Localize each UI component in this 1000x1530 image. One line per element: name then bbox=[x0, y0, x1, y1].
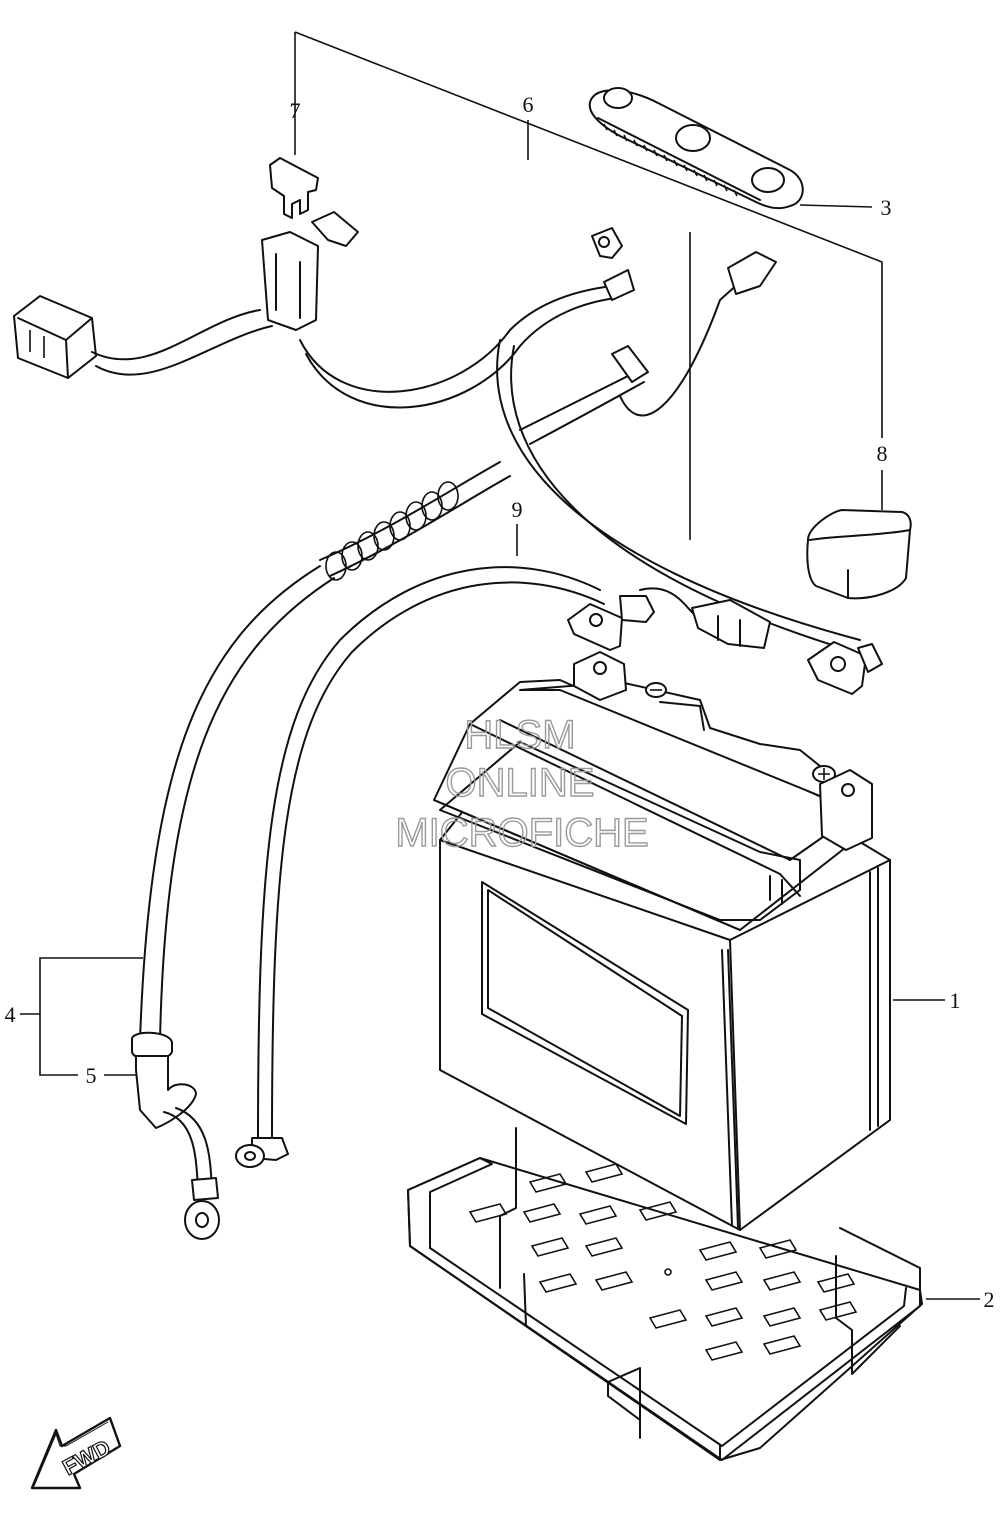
callout-numbers: 1 2 3 4 5 6 7 8 9 bbox=[5, 92, 995, 1312]
callout-7: 7 bbox=[290, 98, 301, 123]
battery-part-1 bbox=[433, 651, 891, 1231]
callout-4: 4 bbox=[5, 1002, 16, 1027]
leader-3 bbox=[799, 204, 873, 208]
cable-part-4-5 bbox=[131, 565, 335, 1240]
fuse-part-7 bbox=[269, 157, 319, 219]
watermark-line-3: MICROFICHE bbox=[395, 811, 648, 855]
callout-2: 2 bbox=[984, 1287, 995, 1312]
leader-4 bbox=[39, 957, 143, 1076]
leader-6-8 bbox=[294, 31, 883, 438]
leader-lines bbox=[20, 31, 980, 1300]
callout-3: 3 bbox=[881, 195, 892, 220]
watermark: HLSM ONLINE MICROFICHE bbox=[395, 712, 650, 855]
callout-1: 1 bbox=[950, 988, 961, 1013]
forward-arrow-icon: FWD bbox=[30, 1416, 122, 1490]
callout-5: 5 bbox=[86, 1063, 97, 1088]
watermark-line-2: ONLINE bbox=[446, 761, 595, 805]
watermark-line-1: HLSM bbox=[464, 713, 575, 757]
terminal-cover-part-3 bbox=[588, 87, 804, 210]
cable-part-9 bbox=[235, 566, 771, 1168]
callout-6: 6 bbox=[523, 92, 534, 117]
battery-tray-part-2 bbox=[407, 1127, 923, 1461]
cap-part-8 bbox=[806, 509, 912, 600]
callout-8: 8 bbox=[877, 441, 888, 466]
wiring-harness-part-6 bbox=[13, 211, 883, 695]
callout-9: 9 bbox=[512, 497, 523, 522]
